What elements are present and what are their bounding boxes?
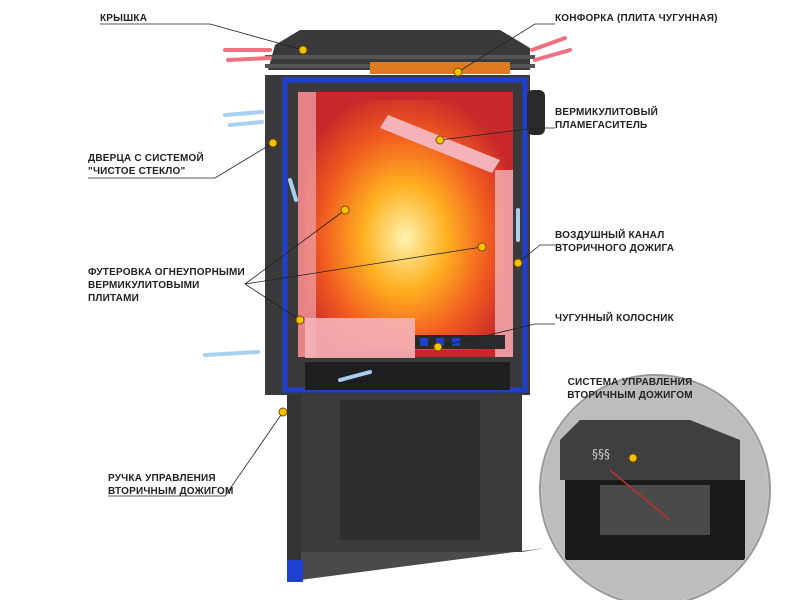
label-lining: ФУТЕРОВКА ОГНЕУПОРНЫМИ ВЕРМИКУЛИТОВЫМИ П… xyxy=(88,266,245,305)
label-handle: РУЧКА УПРАВЛЕНИЯ ВТОРИЧНЫМ ДОЖИГОМ xyxy=(108,472,234,498)
label-line: ФУТЕРОВКА ОГНЕУПОРНЫМИ xyxy=(88,267,245,278)
stove-lid xyxy=(265,30,535,74)
air-flow-arrows xyxy=(203,36,572,382)
label-line: "ЧИСТОЕ СТЕКЛО" xyxy=(88,166,186,177)
lining-plate xyxy=(298,92,316,357)
label-line: ПЛИТАМИ xyxy=(88,293,140,304)
stove-stand xyxy=(287,392,545,582)
label-line: ПЛАМЕГАСИТЕЛЬ xyxy=(555,120,648,131)
ash-pan xyxy=(305,362,510,390)
label-line: ВЕРМИКУЛИТОВЫМИ xyxy=(88,280,200,291)
label-lid: КРЫШКА xyxy=(100,13,148,24)
label-line: ВЕРМИКУЛИТОВЫЙ xyxy=(555,107,658,118)
label-line: СИСТЕМА УПРАВЛЕНИЯ xyxy=(567,377,693,388)
lining-plate xyxy=(305,318,415,358)
label-door: ДВЕРЦА С СИСТЕМОЙ "ЧИСТОЕ СТЕКЛО" xyxy=(88,152,204,178)
label-line: ВТОРИЧНЫМ ДОЖИГОМ xyxy=(567,390,693,401)
label-line: РУЧКА УПРАВЛЕНИЯ xyxy=(108,473,216,484)
label-grate: ЧУГУННЫЙ КОЛОСНИК xyxy=(555,313,674,324)
leader-lines xyxy=(88,23,555,497)
label-control-system: СИСТЕМА УПРАВЛЕНИЯ ВТОРИЧНЫМ ДОЖИГОМ xyxy=(555,376,705,402)
svg-text:§§§: §§§ xyxy=(592,447,610,461)
label-line: ВОЗДУШНЫЙ КАНАЛ xyxy=(555,230,665,241)
control-system-inset: §§§ xyxy=(539,374,771,600)
flames xyxy=(305,100,505,350)
label-hotplate: КОНФОРКА (ПЛИТА ЧУГУННАЯ) xyxy=(555,13,718,24)
label-line: ВТОРИЧНЫМ ДОЖИГОМ xyxy=(108,486,234,497)
label-line: ДВЕРЦА С СИСТЕМОЙ xyxy=(88,153,204,164)
marker-dots xyxy=(268,45,523,417)
label-line: ВТОРИЧНОГО ДОЖИГА xyxy=(555,243,675,254)
label-air-channel: ВОЗДУШНЫЙ КАНАЛ ВТОРИЧНОГО ДОЖИГА xyxy=(555,229,674,255)
hotplate xyxy=(370,62,510,74)
lining-plate xyxy=(495,170,513,357)
label-baffle: ВЕРМИКУЛИТОВЫЙ ПЛАМЕГАСИТЕЛЬ xyxy=(555,106,658,132)
flue-pipe xyxy=(527,90,545,135)
